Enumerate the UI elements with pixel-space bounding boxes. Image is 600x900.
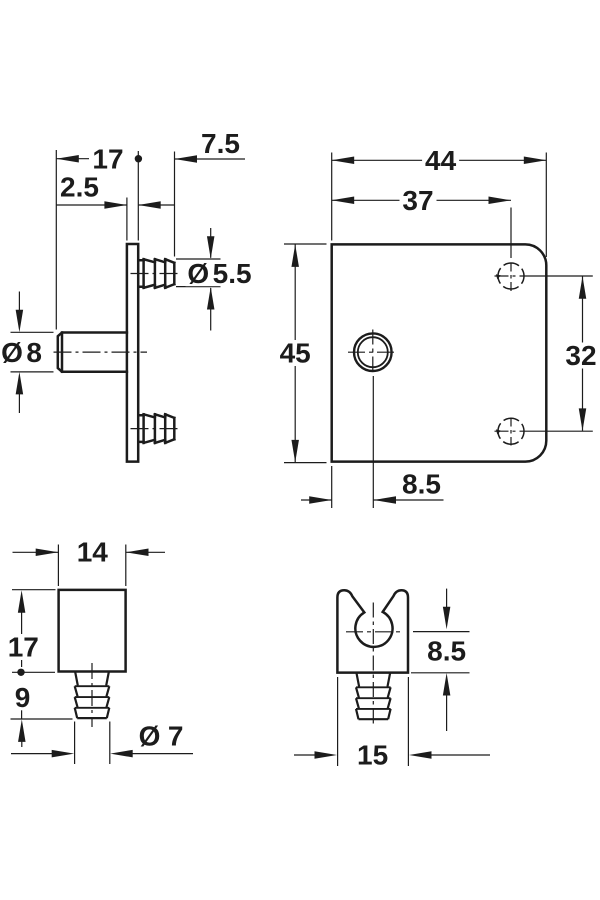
svg-text:2.5: 2.5 <box>60 172 99 203</box>
svg-text:Ø8: Ø8 <box>1 337 42 368</box>
svg-text:17: 17 <box>8 632 39 663</box>
svg-text:7.5: 7.5 <box>201 128 240 159</box>
svg-text:15: 15 <box>357 739 388 770</box>
svg-text:32: 32 <box>565 340 596 371</box>
svg-text:37: 37 <box>402 185 433 216</box>
svg-text:9: 9 <box>15 682 31 713</box>
svg-text:17: 17 <box>92 143 123 174</box>
svg-text:8.5: 8.5 <box>402 469 441 500</box>
svg-text:14: 14 <box>77 536 109 567</box>
svg-text:8.5: 8.5 <box>427 635 466 666</box>
svg-text:Ø5.5: Ø5.5 <box>187 258 251 289</box>
svg-text:44: 44 <box>425 145 457 176</box>
svg-text:45: 45 <box>280 338 311 369</box>
